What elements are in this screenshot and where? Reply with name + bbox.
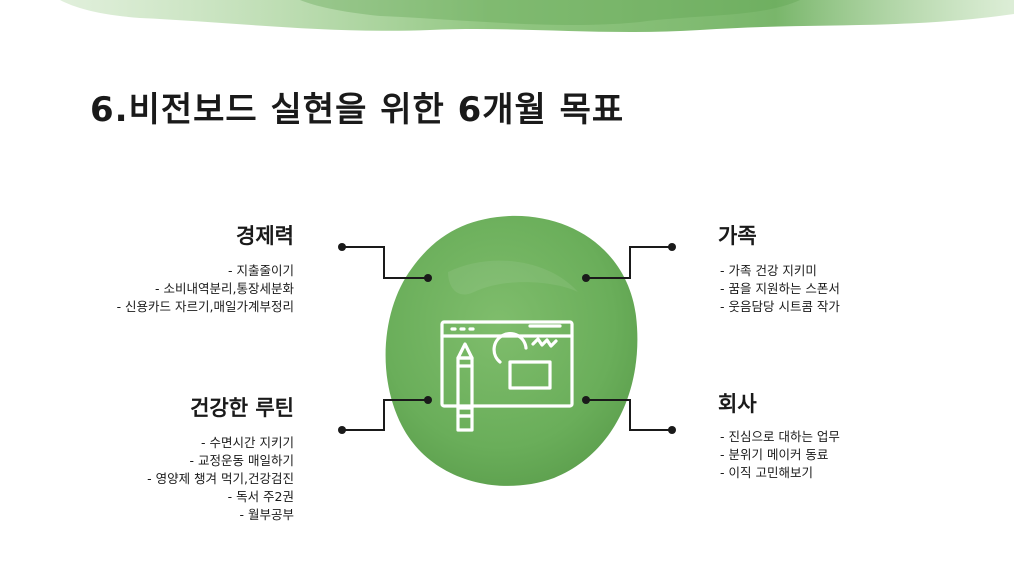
- section-title-family: 가족: [718, 224, 757, 248]
- list-item: 소비내역분리,통장세분화: [117, 280, 294, 298]
- connector-dot: [338, 426, 346, 434]
- list-item: 월부공부: [147, 506, 294, 524]
- list-item: 교정운동 매일하기: [147, 452, 294, 470]
- green-watercolor-circle: [385, 215, 638, 486]
- connector-dot: [424, 396, 432, 404]
- connector-dot: [582, 396, 590, 404]
- page-title: 6.비전보드 실현을 위한 6개월 목표: [90, 90, 625, 130]
- section-title-economy: 경제력: [236, 224, 294, 248]
- list-item: 꿈을 지원하는 스폰서: [720, 280, 839, 298]
- list-item: 독서 주2권: [147, 488, 294, 506]
- connector-health: [342, 399, 428, 431]
- list-item: 수면시간 지키기: [147, 434, 294, 452]
- section-title-health: 건강한 루틴: [190, 396, 294, 420]
- board-pencil-icon: [440, 320, 574, 432]
- list-item: 신용카드 자르기,매일가계부정리: [117, 298, 294, 316]
- connector-family: [586, 246, 672, 279]
- connector-dot: [338, 243, 346, 251]
- list-item: 지출줄이기: [117, 262, 294, 280]
- list-item: 분위기 메이커 동료: [720, 446, 840, 464]
- connector-dot: [668, 243, 676, 251]
- list-health: 수면시간 지키기 교정운동 매일하기 영양제 챙겨 먹기,건강검진 독서 주2권…: [147, 434, 294, 524]
- section-title-work: 회사: [718, 392, 757, 416]
- connector-dot: [668, 426, 676, 434]
- list-family: 가족 건강 지키미 꿈을 지원하는 스폰서 웃음담당 시트콤 작가: [720, 262, 840, 316]
- list-item: 웃음담당 시트콤 작가: [720, 298, 839, 316]
- list-item: 이직 고민해보기: [720, 464, 840, 482]
- connector-dot: [582, 274, 590, 282]
- list-work: 진심으로 대하는 업무 분위기 메이커 동료 이직 고민해보기: [720, 428, 840, 482]
- connector-work: [586, 399, 672, 431]
- top-watercolor-wash: [60, 0, 1014, 32]
- connector-dot: [424, 274, 432, 282]
- list-item: 가족 건강 지키미: [720, 262, 840, 280]
- connector-economy: [342, 246, 428, 279]
- list-item: 영양제 챙겨 먹기,건강검진: [147, 470, 294, 488]
- list-item: 진심으로 대하는 업무: [720, 428, 839, 446]
- list-economy: 지출줄이기 소비내역분리,통장세분화 신용카드 자르기,매일가계부정리: [117, 262, 294, 316]
